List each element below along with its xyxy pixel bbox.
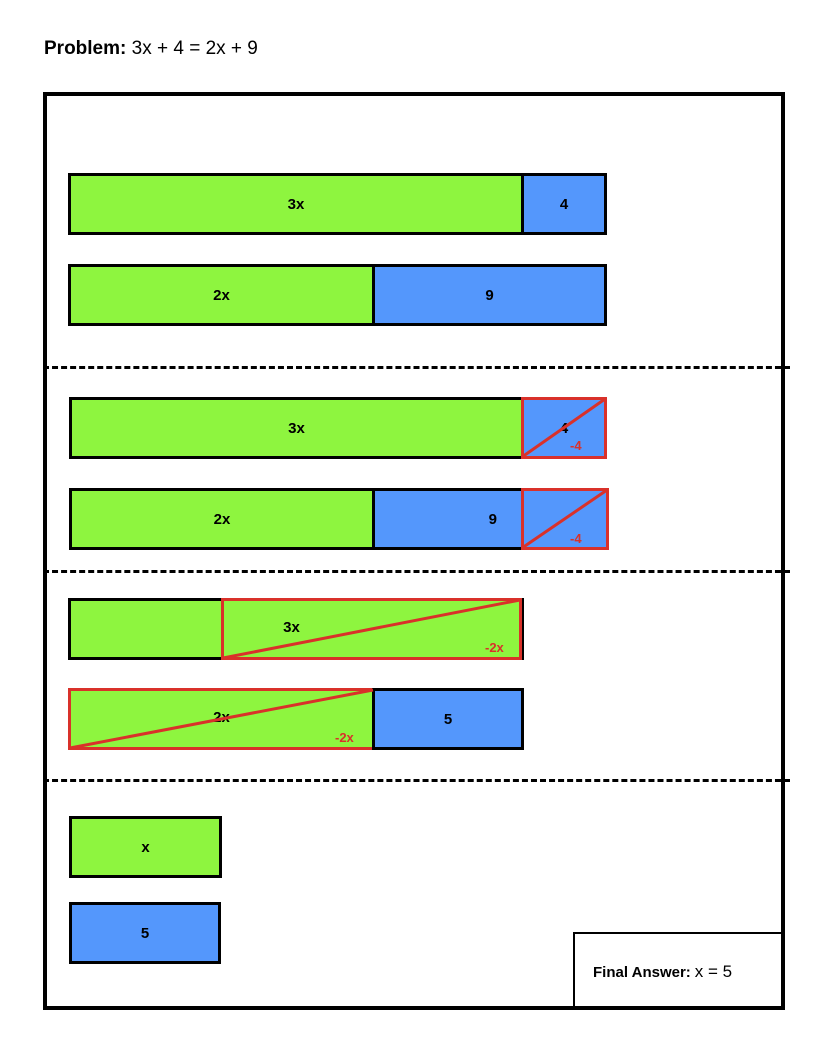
- step4-constant-bar: 5: [69, 902, 221, 964]
- step2-row1-constant-bar: 4: [521, 397, 607, 459]
- step2-row2-constant-label: 9: [488, 510, 497, 528]
- step4-variable-label: x: [141, 838, 150, 856]
- step3-row1-removed-block: 3x: [221, 598, 522, 660]
- step1-row1-constant-bar: 4: [521, 173, 607, 235]
- step1-row1-constant-label: 4: [559, 195, 569, 213]
- diagram-frame: [43, 92, 785, 1010]
- step2-row2-variable-bar: 2x: [69, 488, 375, 550]
- step-divider: [43, 366, 790, 369]
- step1-row2-constant-label: 9: [485, 286, 494, 304]
- step2-row1-variable-bar: 3x: [69, 397, 524, 459]
- step2-row2-constant-bar: 9: [372, 488, 524, 550]
- step1-row2-constant-bar: 9: [372, 264, 607, 326]
- step2-row1-variable-label: 3x: [288, 419, 305, 437]
- step2-row2-removed-block: [521, 488, 609, 550]
- step3-row1-variable-label: 3x: [283, 618, 300, 636]
- step3-row2-variable-label: 2x: [213, 708, 230, 726]
- problem-statement: Problem: 3x + 4 = 2x + 9: [44, 38, 258, 60]
- step3-row2-constant-bar: 5: [372, 688, 524, 750]
- problem-label: Problem:: [44, 38, 127, 59]
- final-answer-label: Final Answer:: [593, 963, 691, 981]
- final-answer-value: x = 5: [694, 962, 733, 981]
- step4-variable-bar: x: [69, 816, 222, 878]
- step2-row2-variable-label: 2x: [213, 510, 231, 528]
- step1-row2-variable-bar: 2x: [68, 264, 375, 326]
- problem-equation: 3x + 4 = 2x + 9: [131, 38, 258, 59]
- step-divider: [43, 570, 790, 573]
- step1-row1-variable-label: 3x: [287, 195, 305, 213]
- step4-constant-label: 5: [140, 924, 150, 942]
- step3-row2-removed-block: 2x: [68, 688, 375, 750]
- step3-row2-constant-label: 5: [443, 710, 453, 728]
- final-answer-box: Final Answer: x = 5: [573, 932, 785, 1010]
- step1-row1-variable-bar: 3x: [68, 173, 524, 235]
- step-divider: [43, 779, 790, 782]
- step2-row1-constant-label: 4: [559, 419, 569, 437]
- step1-row2-variable-label: 2x: [213, 286, 230, 304]
